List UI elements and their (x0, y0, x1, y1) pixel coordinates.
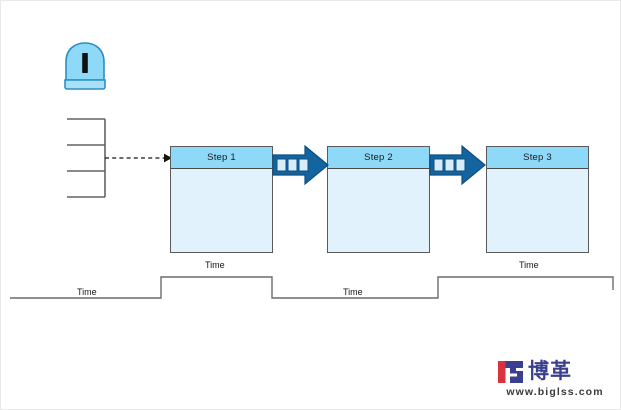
operator-dome-icon-svg (64, 42, 106, 90)
step-box-2-header: Step 2 (328, 147, 429, 169)
block-arrow-2-square-2 (444, 158, 455, 172)
dashed-arrow-head (164, 153, 172, 163)
watermark-brand-cjk: 博革 (528, 358, 572, 383)
watermark-logo: 博革 www.biglss.com (496, 358, 614, 402)
block-arrow-2-square-3 (455, 158, 466, 172)
wave-segment-label-3: Time (343, 287, 363, 297)
dome-base-shape (64, 79, 106, 90)
monogram-red-bar (498, 361, 506, 383)
block-arrow-2 (429, 144, 487, 191)
dashed-arrow-connector (104, 150, 174, 171)
block-arrow-1-square-3 (298, 158, 309, 172)
operator-dome-icon (62, 40, 108, 95)
step-box-2-label: Step 2 (364, 152, 393, 163)
block-arrow-1-svg (272, 144, 329, 186)
dashed-arrow-svg (105, 153, 172, 163)
step-box-3-label: Step 3 (523, 152, 552, 163)
step-box-3-header: Step 3 (487, 147, 588, 169)
block-arrow-2-svg (429, 144, 486, 186)
bg-monogram-icon (498, 361, 523, 383)
step-box-1-label: Step 1 (207, 152, 236, 163)
watermark-url: www.biglss.com (506, 386, 604, 398)
step-box-1-header: Step 1 (171, 147, 272, 169)
step-box-2[interactable]: Step 2 (327, 146, 430, 253)
step-box-3[interactable]: Step 3 (486, 146, 589, 253)
watermark-row: 博革 (496, 358, 614, 384)
timeline-wave-path (10, 276, 614, 299)
timeline-square-wave (10, 276, 614, 299)
block-arrow-1-square-2 (287, 158, 298, 172)
block-arrow-1 (272, 144, 330, 191)
block-arrow-1-square-1 (276, 158, 287, 172)
block-arrow-2-square-1 (433, 158, 444, 172)
time-caption-step1: Time (205, 260, 225, 270)
monogram-blue-top (505, 361, 510, 368)
time-caption-step3: Time (519, 260, 539, 270)
wave-segment-label-1: Time (77, 287, 97, 297)
step-box-1[interactable]: Step 1 (170, 146, 273, 253)
monogram-blue-g (510, 361, 523, 383)
dome-bar-glyph (82, 53, 88, 73)
